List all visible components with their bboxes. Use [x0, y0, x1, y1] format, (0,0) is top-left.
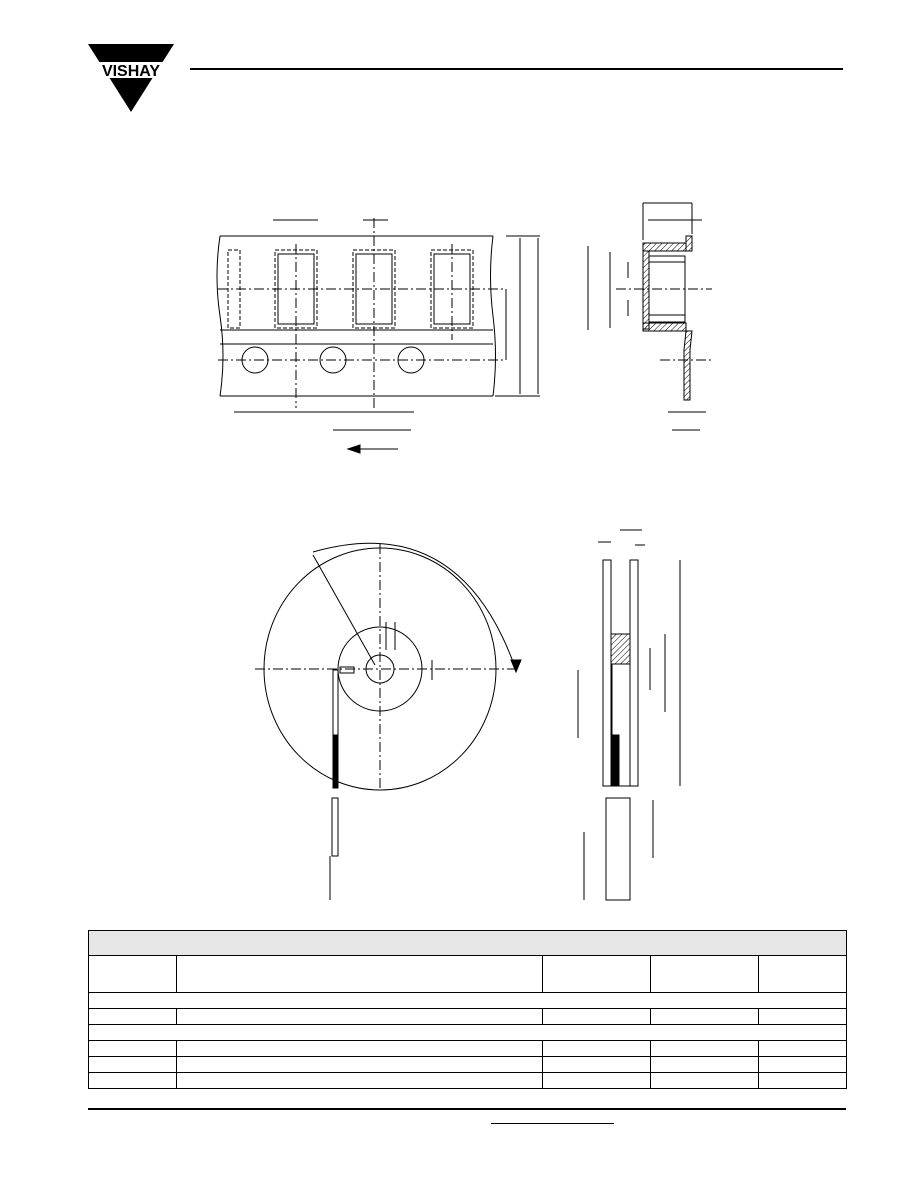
- table-cell: [542, 1040, 651, 1057]
- tape-front-view: [216, 218, 540, 454]
- logo-wordmark: VISHAY: [102, 63, 160, 80]
- reel-side-view: [577, 529, 681, 901]
- footer-rule: [88, 1108, 846, 1110]
- table-cell: [757, 1072, 848, 1089]
- column-header: [88, 955, 177, 993]
- table-title: [87, 930, 848, 956]
- table-cell: [88, 1008, 177, 1025]
- table-cell: [176, 1072, 543, 1089]
- tape-cross-section: [587, 202, 712, 431]
- table-cell: [650, 1040, 759, 1057]
- spec-table: [87, 930, 848, 1089]
- column-header: [757, 955, 848, 993]
- table-cell: [542, 1056, 651, 1073]
- table-cell: [757, 1056, 848, 1073]
- table-cell: [542, 1008, 651, 1025]
- table-cell: [88, 1056, 177, 1073]
- header-rule: [190, 68, 843, 70]
- drawings: [216, 202, 712, 901]
- table-cell: [757, 1008, 848, 1025]
- reel-front-view: [255, 542, 522, 900]
- vishay-logo: VISHAY: [86, 44, 176, 112]
- section-row: [87, 992, 848, 1009]
- table-cell: [88, 1040, 177, 1057]
- column-header: [176, 955, 543, 993]
- section-row: [87, 1024, 848, 1041]
- table-cell: [650, 1072, 759, 1089]
- table-cell: [176, 1040, 543, 1057]
- footer-link[interactable]: [491, 1123, 614, 1124]
- table-cell: [176, 1008, 543, 1025]
- column-header: [542, 955, 651, 993]
- table-cell: [88, 1072, 177, 1089]
- table-cell: [757, 1040, 848, 1057]
- table-cell: [542, 1072, 651, 1089]
- table-cell: [176, 1056, 543, 1073]
- column-header: [650, 955, 759, 993]
- table-cell: [650, 1008, 759, 1025]
- table-cell: [650, 1056, 759, 1073]
